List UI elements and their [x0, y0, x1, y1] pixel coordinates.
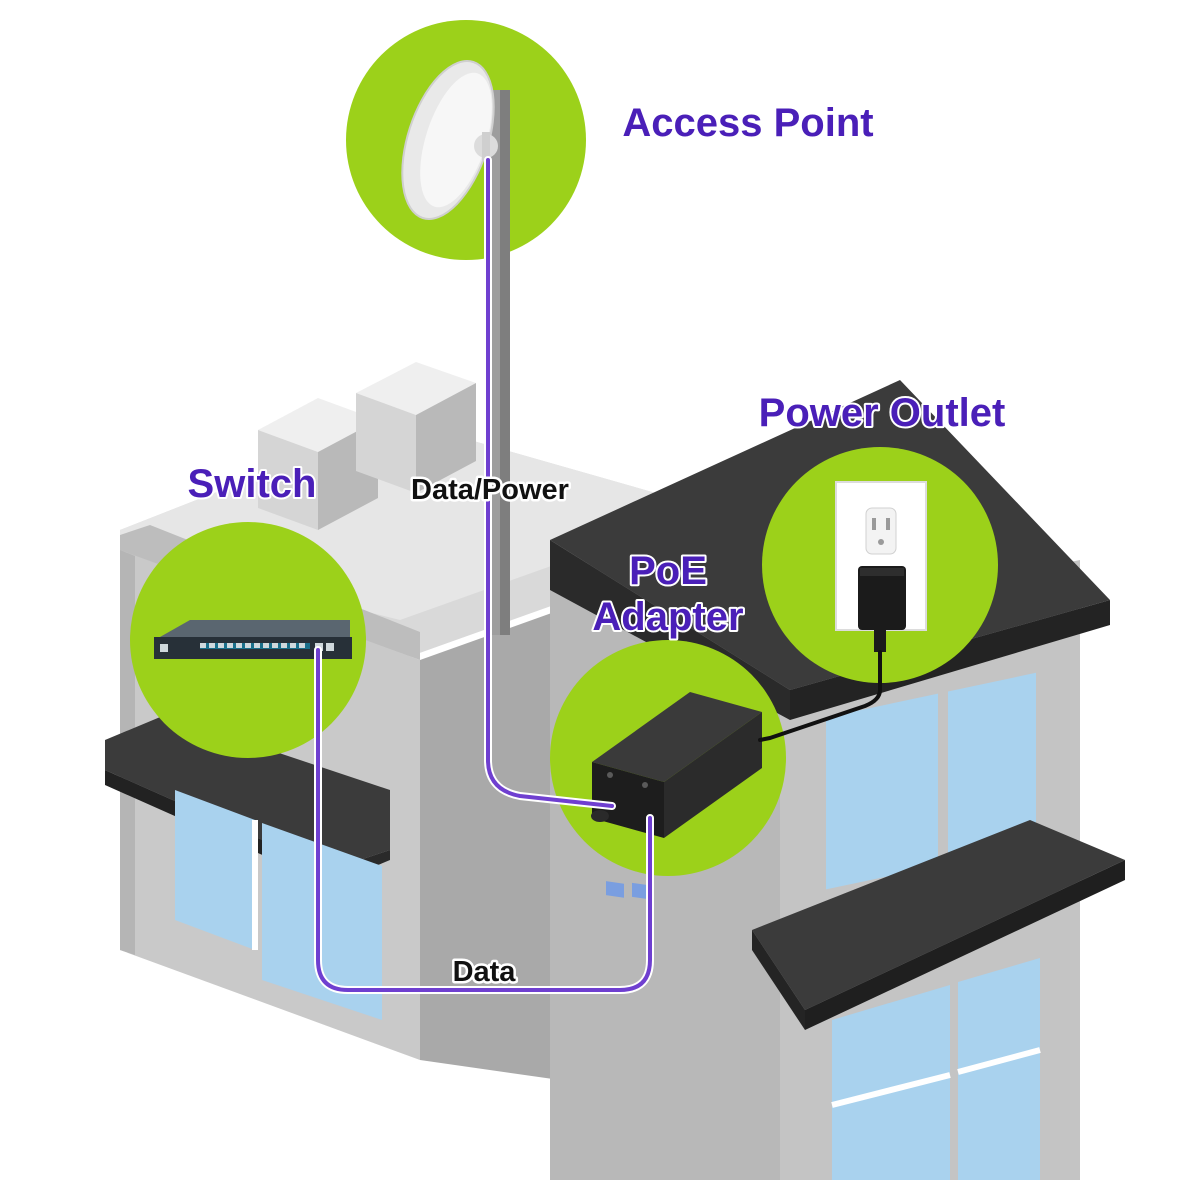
access-point-callout: [346, 20, 586, 260]
poe-adapter-callout: [550, 640, 786, 900]
power-cord: [758, 650, 882, 742]
data-cable-label: Data: [453, 956, 517, 988]
main-building-window: [175, 790, 255, 950]
house-window: [958, 958, 1040, 1180]
switch-callout: [130, 522, 366, 758]
ethernet-port-icon: [632, 882, 650, 900]
network-switch-icon: [154, 620, 352, 659]
house-awning: [752, 820, 1125, 1010]
house-window: [826, 693, 938, 890]
cables: [314, 156, 882, 994]
main-building-side-wall: [420, 610, 560, 1080]
poe-adapter-label-line1: PoE: [629, 549, 707, 593]
ethernet-port-icon: [606, 881, 624, 898]
house-window: [948, 672, 1036, 864]
rooftop-units: [258, 362, 476, 530]
access-point-label: Access Point: [622, 101, 873, 145]
poe-adapter-icon: [591, 692, 762, 900]
access-point-device-icon: [401, 60, 498, 220]
house-window: [832, 985, 950, 1180]
power-outlet-callout: [762, 447, 998, 683]
power-outlet-label: Power Outlet: [759, 391, 1006, 435]
switch-label: Switch: [188, 462, 317, 506]
data-power-cable-label: Data/Power: [411, 474, 569, 506]
poe-adapter-label-line2: Adapter: [592, 595, 743, 639]
power-plug-icon: [858, 566, 906, 652]
